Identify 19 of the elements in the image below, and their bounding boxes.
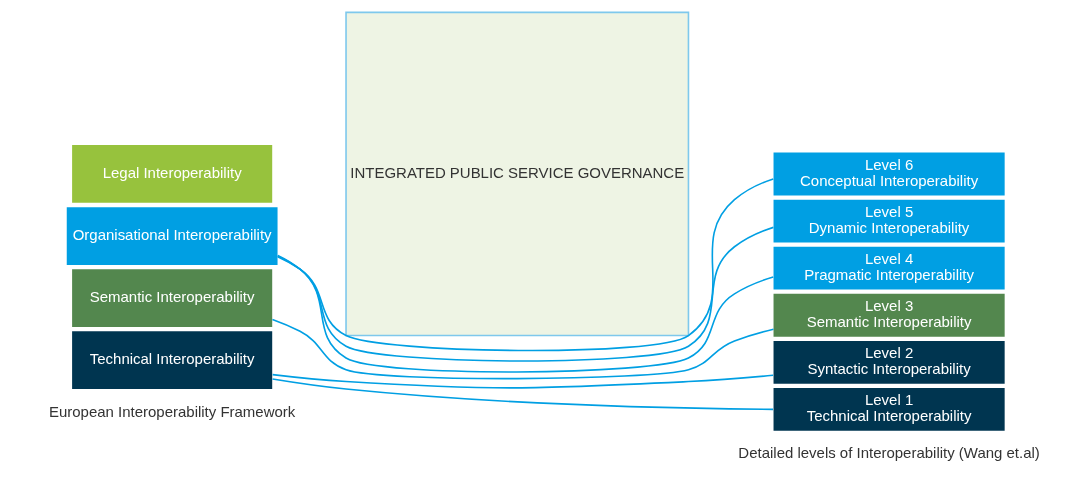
connector [276,254,774,373]
node-box: Level 6 Conceptual Interoperability [773,152,1005,196]
node-box: Level 2 Syntactic Interoperability [773,340,1005,384]
connector [271,378,774,411]
connector [276,178,774,352]
node-box: Legal Interoperability [71,145,272,203]
connector [271,373,774,389]
connector [271,318,774,380]
node-box: INTEGRATED PUBLIC SERVICE GOVERNANCE [344,11,689,337]
node-box: Semantic Interoperability [71,269,272,327]
label: Detailed levels of Interoperability (Wang et.al) [737,444,1040,462]
node-box: Technical Interoperability [71,331,272,390]
connector [276,226,774,362]
node-box: Level 1 Technical Interoperability [773,388,1005,431]
node-box: Organisational Interoperability [66,207,278,265]
node-box: Level 5 Dynamic Interoperability [773,199,1005,243]
label: European Interoperability Framework [48,402,295,420]
node-box: Level 4 Pragmatic Interoperability [773,246,1005,290]
node-box: Level 3 Semantic Interoperability [773,293,1005,337]
